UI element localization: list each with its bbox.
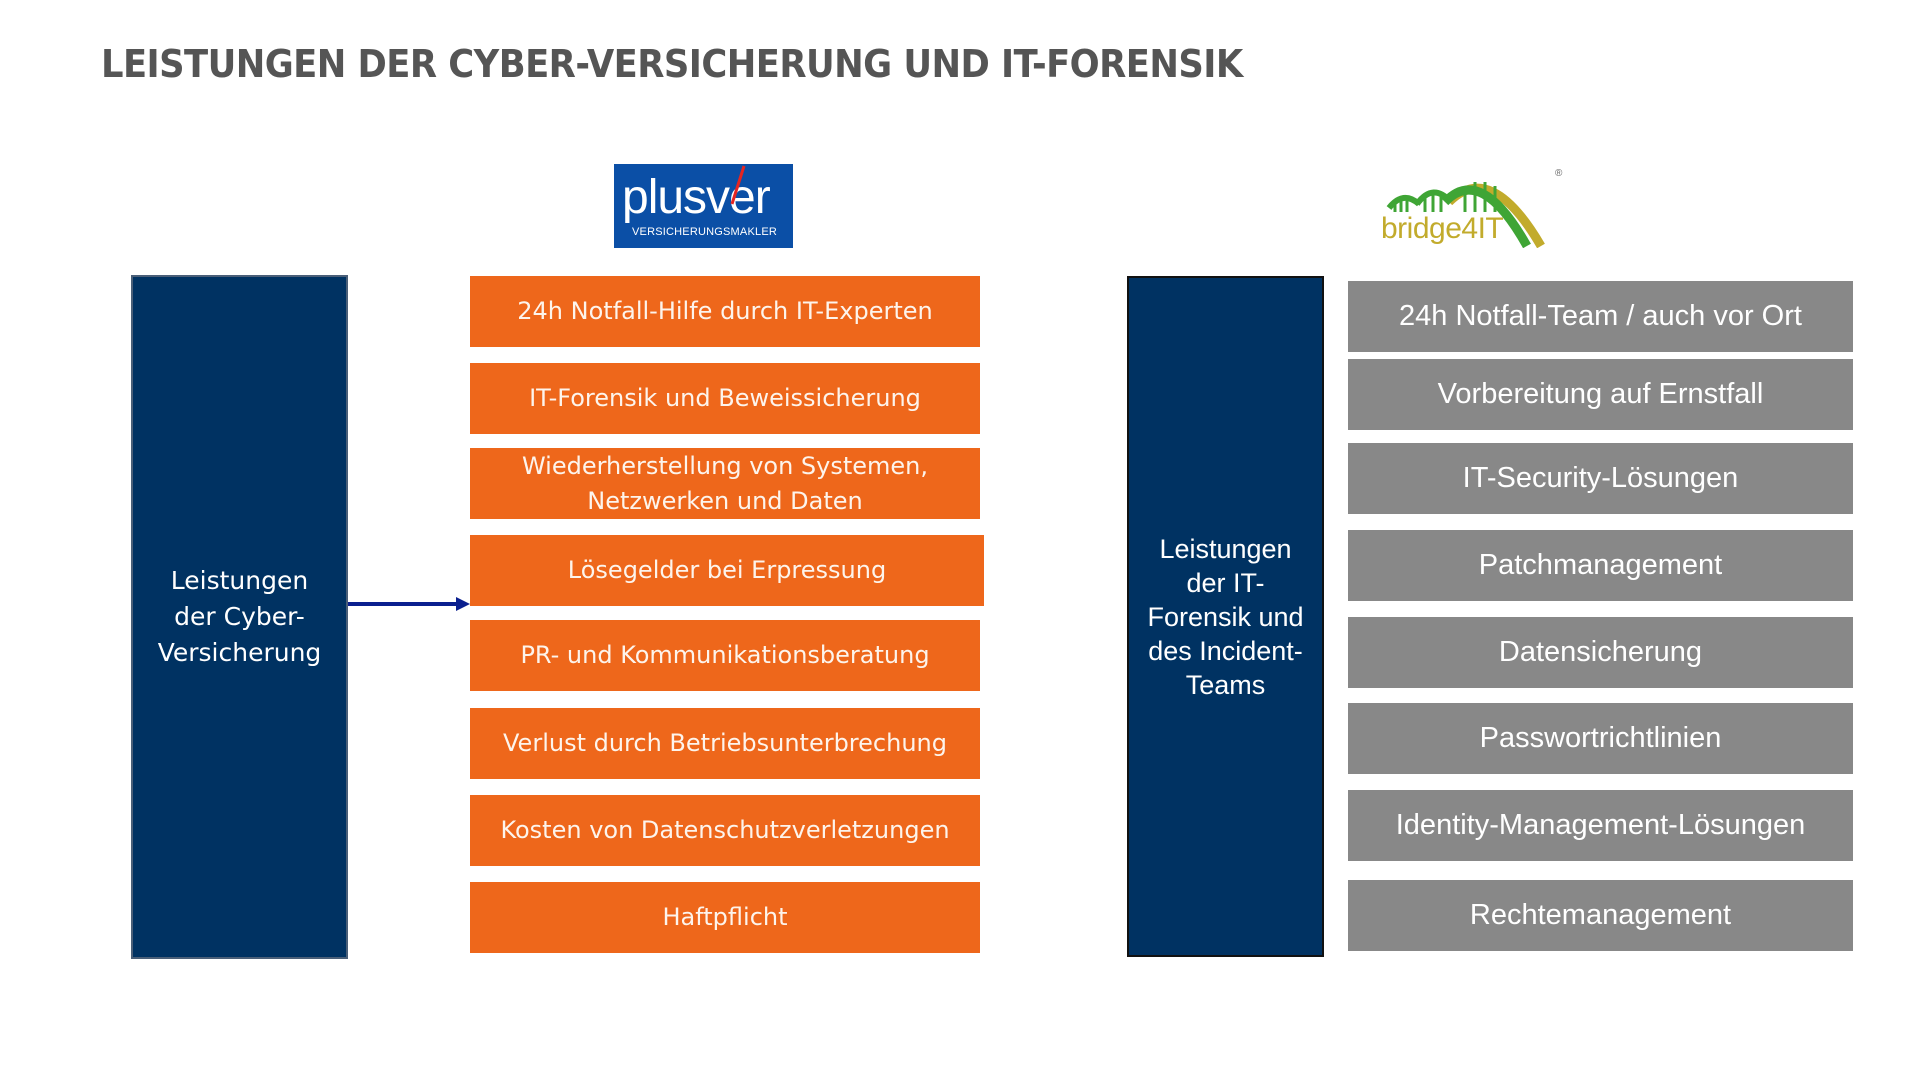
insurance-item-label: Kosten von Datenschutzverletzungen: [500, 816, 950, 844]
insurance-item-label: 24h Notfall-Hilfe durch IT-Experten: [517, 297, 933, 325]
category-line: Leistungen: [1159, 533, 1292, 564]
insurance-item-label: Haftpflicht: [662, 903, 788, 931]
insurance-item: IT-Forensik und Beweissicherung: [470, 363, 980, 434]
forensics-item: Identity-Management-Lösungen: [1348, 790, 1853, 861]
forensics-item-label: Passwortrichtlinien: [1479, 722, 1722, 754]
category-line: Forensik und: [1147, 601, 1304, 632]
forensics-item-label: Rechtemanagement: [1469, 899, 1732, 931]
forensics-item: Vorbereitung auf Ernstfall: [1348, 359, 1853, 430]
insurance-item: Wiederherstellung von Systemen, Netzwerke…: [470, 448, 980, 519]
cyber-insurance-category-box: Leistungen der Cyber- Versicherung: [131, 275, 348, 959]
forensics-item: Passwortrichtlinien: [1348, 703, 1853, 774]
forensics-item-label: 24h Notfall-Team / auch vor Ort: [1399, 300, 1802, 332]
category-line: Teams: [1185, 669, 1266, 700]
forensics-item: 24h Notfall-Team / auch vor Ort: [1348, 281, 1853, 352]
forensics-item-label: Patchmanagement: [1478, 549, 1723, 581]
registered-mark: ®: [1555, 168, 1563, 179]
forensics-item: IT-Security-Lösungen: [1348, 443, 1853, 514]
category-line: des Incident-: [1148, 635, 1303, 666]
forensics-item: Datensicherung: [1348, 617, 1853, 688]
insurance-item: Haftpflicht: [470, 882, 980, 953]
insurance-item: Verlust durch Betriebsunterbrechung: [470, 708, 980, 779]
category-line: der Cyber-: [174, 602, 305, 631]
forensics-item: Patchmanagement: [1348, 530, 1853, 601]
insurance-item-label: PR- und Kommunikationsberatung: [520, 641, 930, 669]
forensics-item-label: Vorbereitung auf Ernstfall: [1437, 378, 1764, 410]
insurance-item: 24h Notfall-Hilfe durch IT-Experten: [470, 276, 980, 347]
page-title: LEISTUNGEN DER CYBER-VERSICHERUNG UND IT…: [101, 42, 1243, 86]
forensics-item-label: Identity-Management-Lösungen: [1395, 809, 1806, 841]
bridge4it-logo: bridge4IT ®: [1381, 168, 1571, 248]
it-forensics-category-box: Leistungen der IT- Forensik und des Inci…: [1127, 276, 1324, 957]
insurance-item: PR- und Kommunikationsberatung: [470, 620, 980, 691]
plusver-logo-wordmark: plusver: [622, 171, 771, 224]
bridge-arch-icon: [1386, 182, 1545, 248]
insurance-item-label: Wiederherstellung von Systemen,: [521, 451, 929, 480]
insurance-item-label: Verlust durch Betriebsunterbrechung: [503, 729, 947, 757]
forensics-item-label: Datensicherung: [1498, 636, 1703, 668]
plusver-check-icon: [730, 165, 746, 205]
category-line: Versicherung: [157, 638, 322, 667]
insurance-item: Kosten von Datenschutzverletzungen: [470, 795, 980, 866]
forensics-item-label: IT-Security-Lösungen: [1462, 462, 1739, 494]
plusver-logo: plusver VERSICHERUNGSMAKLER: [614, 164, 793, 248]
bridge4it-logo-wordmark: bridge4IT: [1381, 212, 1504, 245]
plusver-logo-subtitle: VERSICHERUNGSMAKLER: [632, 226, 777, 238]
arrow-right-icon: [348, 597, 470, 611]
forensics-item: Rechtemanagement: [1348, 880, 1853, 951]
category-line: der IT-: [1186, 567, 1265, 598]
insurance-item-label: Lösegelder bei Erpressung: [567, 556, 887, 584]
insurance-item-label: Netzwerken und Daten: [587, 486, 863, 515]
insurance-item-label: IT-Forensik und Beweissicherung: [529, 384, 921, 412]
category-line: Leistungen: [170, 566, 309, 595]
insurance-item: Lösegelder bei Erpressung: [470, 535, 984, 606]
